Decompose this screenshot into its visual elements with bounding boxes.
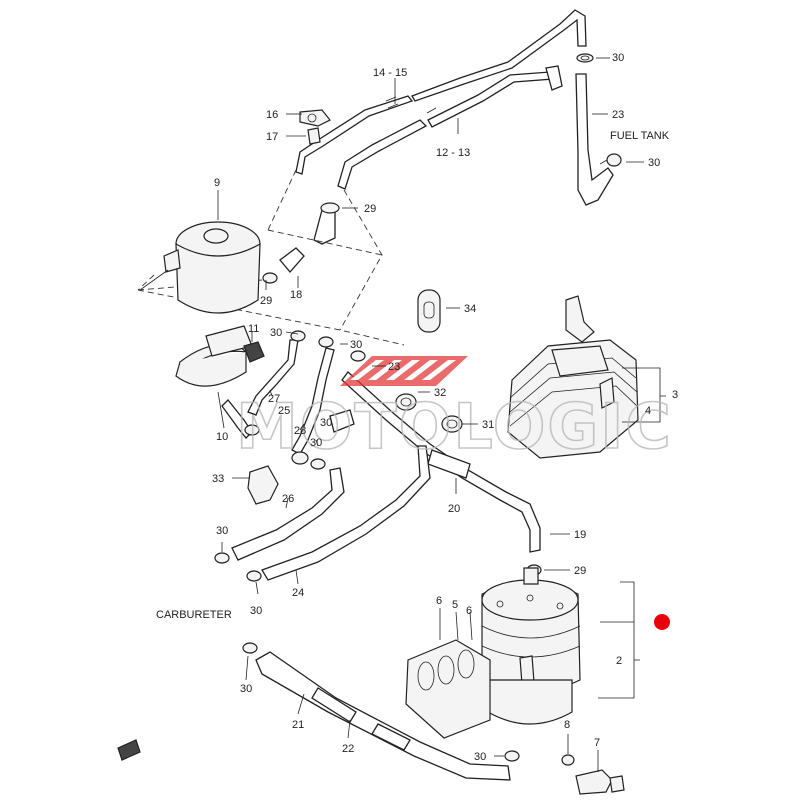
label-26: 26 — [282, 493, 294, 505]
label-25: 25 — [278, 405, 290, 417]
label-30-g: 30 — [216, 525, 228, 537]
clamp-32 — [395, 393, 417, 411]
hose-18 — [279, 247, 305, 274]
hose-27 — [247, 339, 299, 416]
clamp-30-top — [576, 53, 594, 63]
watermark: MOTOLOGIC — [235, 356, 673, 464]
label-30-j: 30 — [474, 751, 486, 763]
label-17: 17 — [266, 131, 278, 143]
label-9: 9 — [214, 177, 220, 189]
hose-28 — [291, 409, 355, 465]
label-19: 19 — [574, 529, 586, 541]
clamp-30-fuel-tank — [599, 153, 622, 167]
label-4: 4 — [645, 405, 651, 417]
label-28: 28 — [294, 425, 306, 437]
label-12-13: 12 - 13 — [436, 147, 470, 159]
hose-21-22 — [255, 651, 511, 781]
label-10: 10 — [216, 431, 228, 443]
callout-bracket-3-4 — [622, 367, 666, 423]
callout-labels: 14 - 15 16 17 12 - 13 30 23 FUEL TANK 30… — [156, 52, 678, 763]
label-31: 31 — [482, 419, 494, 431]
label-carburetor: CARBURETER — [156, 609, 232, 621]
label-2: 2 — [616, 655, 622, 667]
label-30-c: 30 — [270, 327, 282, 339]
label-30-k: 30 — [320, 417, 332, 429]
bracket-33 — [247, 465, 279, 505]
pump-mount-5-6 — [405, 639, 491, 739]
leader-lines — [139, 57, 644, 772]
label-5: 5 — [452, 599, 458, 611]
fuel-pump-2 — [481, 567, 581, 725]
label-20: 20 — [448, 503, 460, 515]
front-arrow-icon — [117, 739, 141, 761]
hose-20 — [341, 371, 541, 553]
hose-23-fuel-tank — [575, 73, 614, 206]
label-3: 3 — [672, 389, 678, 401]
label-32: 32 — [434, 387, 446, 399]
label-22: 22 — [342, 743, 354, 755]
label-30-fuel-tank: 30 — [648, 157, 660, 169]
label-29-c: 29 — [574, 565, 586, 577]
label-21: 21 — [292, 719, 304, 731]
label-6-a: 6 — [436, 595, 442, 607]
label-6-b: 6 — [466, 605, 472, 617]
callout-bracket-2 — [598, 581, 640, 699]
label-23-b: 23 — [388, 361, 400, 373]
hose-10-lower — [221, 399, 253, 439]
label-18: 18 — [290, 289, 302, 301]
bolt-11 — [243, 341, 265, 363]
label-16: 16 — [266, 109, 278, 121]
fuel-filter-9 — [163, 221, 261, 314]
label-30-h: 30 — [250, 605, 262, 617]
washer-8 — [561, 754, 575, 766]
label-33: 33 — [212, 473, 224, 485]
gasket-34 — [417, 289, 441, 333]
label-27: 27 — [268, 393, 280, 405]
label-11: 11 — [248, 323, 259, 335]
hose-top-right — [411, 9, 587, 102]
label-14-15: 14 - 15 — [373, 67, 407, 79]
hose-24 — [261, 445, 431, 581]
label-fuel-tank: FUEL TANK — [610, 130, 670, 142]
label-24: 24 — [292, 587, 304, 599]
bolt-7 — [575, 769, 625, 795]
hose-26 — [231, 467, 345, 561]
bracket-16 — [299, 109, 331, 127]
label-30-f: 30 — [310, 437, 322, 449]
filter-bracket-10 — [175, 325, 253, 429]
label-29-lower: 29 — [260, 295, 272, 307]
label-34: 34 — [464, 303, 476, 315]
label-30-i: 30 — [240, 683, 252, 695]
clip-17 — [307, 127, 321, 145]
fuel-pump-3 — [507, 295, 639, 459]
label-7: 7 — [594, 737, 600, 749]
red-marker-dot — [654, 614, 670, 630]
label-29-upper: 29 — [364, 203, 376, 215]
hose-29 — [313, 202, 340, 245]
label-8: 8 — [564, 719, 570, 731]
watermark-text: MOTOLOGIC — [236, 390, 673, 463]
label-30-top: 30 — [612, 52, 624, 64]
label-30-d: 30 — [350, 339, 362, 351]
label-23: 23 — [612, 109, 624, 121]
